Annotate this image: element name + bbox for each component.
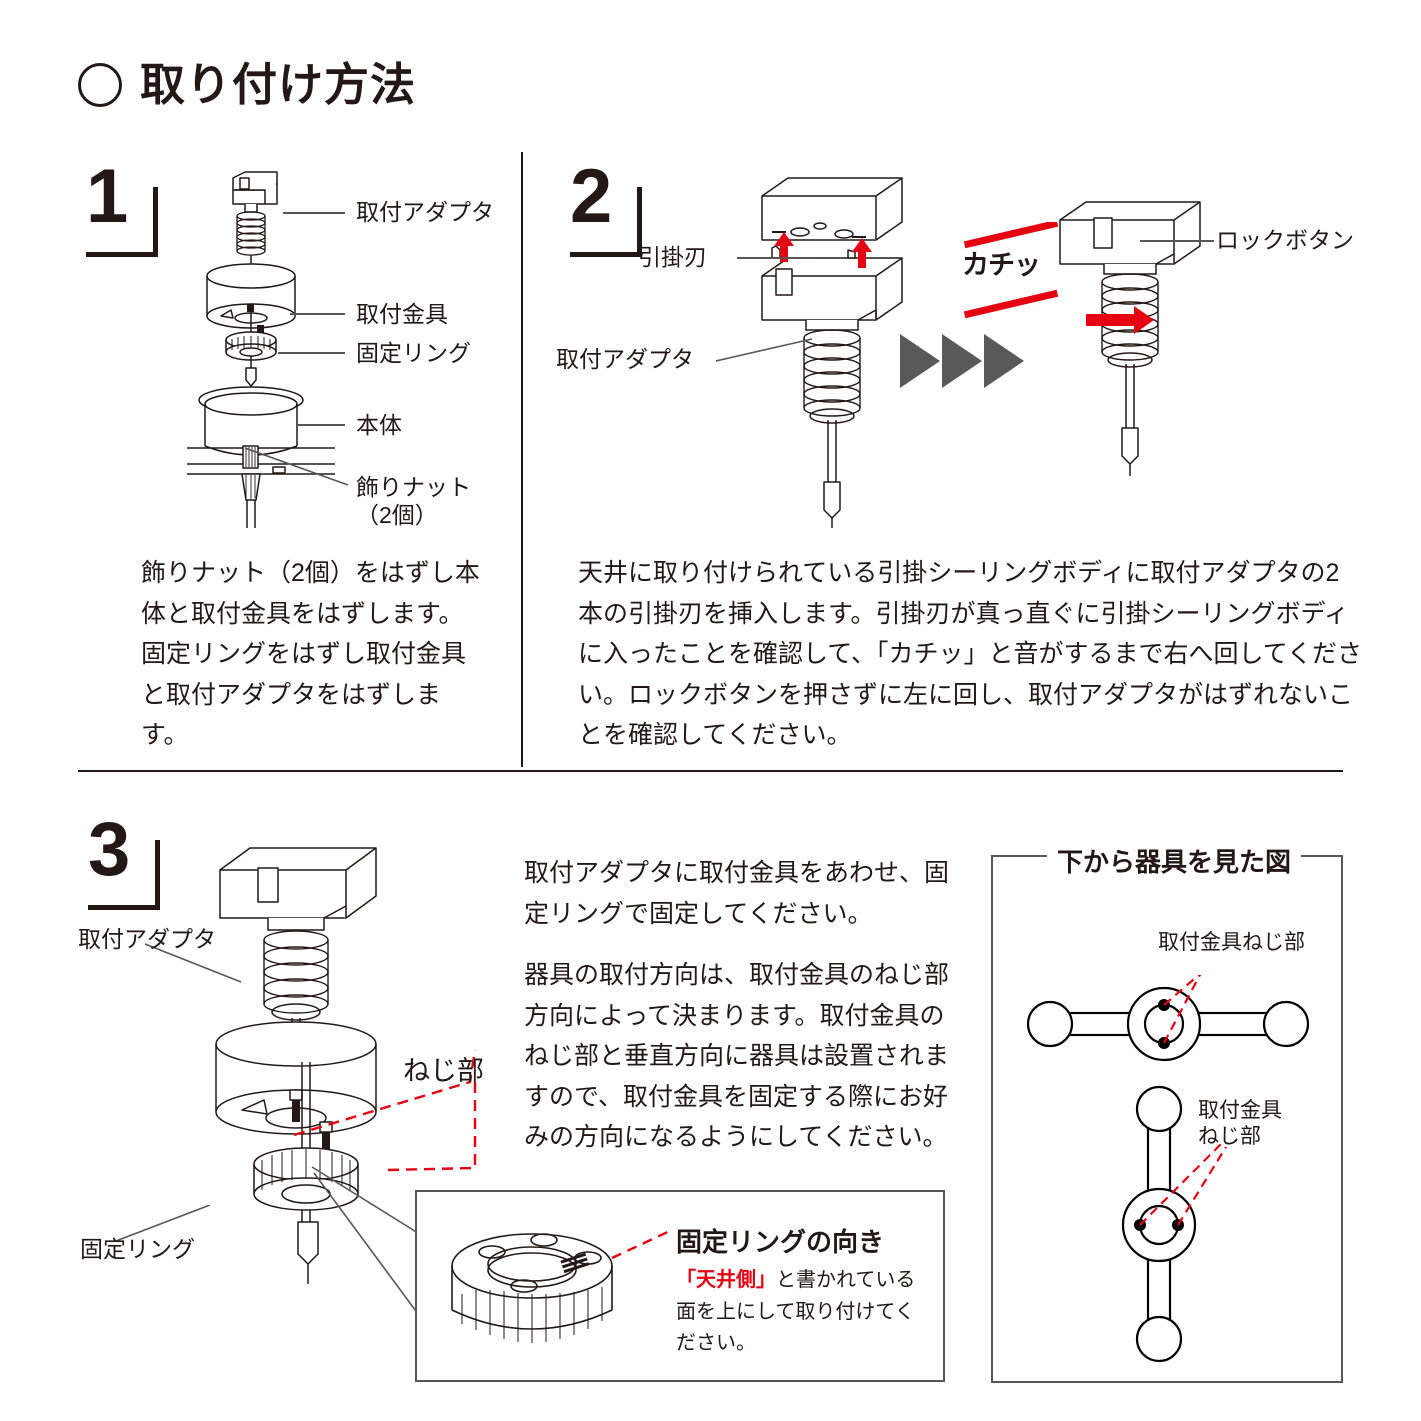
step-2-description: 天井に取り付けられている引掛シーリングボディに取付アダプタの2本の引掛刃を挿入し… xyxy=(578,559,1363,749)
click-sound-label: カチッ xyxy=(962,250,1041,280)
step-3-description-2: 器具の取付方向は、取付金具のねじ部方向によって決まります。取付金具のねじ部と垂直… xyxy=(524,961,950,1151)
callout-rest-text: と書かれている面を上にして取り付けてください。 xyxy=(676,1269,916,1355)
bracket-vertical-diagram xyxy=(1121,1085,1227,1363)
step-2-insert-figure xyxy=(740,170,970,530)
leader-line-deconut-1 xyxy=(244,447,349,486)
leader-line-body-1 xyxy=(298,424,345,426)
badge-right-bar xyxy=(153,187,158,257)
step-1-badge: 1 xyxy=(86,159,158,257)
label-deco-nut-step1: 飾りナット （2個） xyxy=(356,474,471,529)
leader-line-ring-3 xyxy=(115,1205,211,1242)
step-3-number: 3 xyxy=(88,807,131,892)
leader-line-adapter-2 xyxy=(716,338,813,362)
leader-line-adapter-3 xyxy=(145,943,242,983)
horizontal-divider xyxy=(78,770,1343,772)
label-bracket-screw-horizontal: 取付金具ねじ部 xyxy=(1158,931,1305,954)
leader-line-adapter-1 xyxy=(283,212,345,214)
label-lock-button: ロックボタン xyxy=(1216,227,1354,253)
callout-dashed-leader xyxy=(611,1228,673,1260)
label-bracket-step1: 取付金具 xyxy=(356,301,448,327)
leader-line-blade-2 xyxy=(737,257,815,259)
badge-right-bar xyxy=(637,187,642,257)
page-title: 取り付け方法 xyxy=(78,62,416,107)
badge-bottom-bar xyxy=(570,252,638,257)
leader-line-ring-1 xyxy=(278,352,345,354)
step-1-number: 1 xyxy=(86,154,129,239)
page-title-text: 取り付け方法 xyxy=(140,59,417,110)
step-1-exploded-figure xyxy=(185,168,385,528)
label-screw-part-step3: ねじ部 xyxy=(403,1056,484,1086)
label-blade-step2: 引掛刃 xyxy=(638,244,707,270)
bottom-view-panel-title: 下から器具を見た図 xyxy=(1047,842,1302,879)
vertical-divider xyxy=(521,152,523,767)
callout-red-text: 「天井側」 xyxy=(676,1269,776,1291)
label-ring-step1: 固定リング xyxy=(356,340,471,366)
leader-dashed-screwpart xyxy=(293,1049,477,1172)
leader-line-lockbutton xyxy=(1140,240,1214,242)
label-bracket-screw-vertical: 取付金具 ねじ部 xyxy=(1198,1099,1282,1149)
badge-bottom-bar xyxy=(86,252,154,257)
step-1-description: 飾りナット（2個）をはずし本体と取付金具をはずします。固定リングをはずし取付金具… xyxy=(141,559,480,749)
progress-triangles-icon xyxy=(900,334,1024,388)
bracket-horizontal-diagram xyxy=(1026,975,1310,1062)
badge-right-bar xyxy=(155,840,160,910)
fixing-ring-illustration xyxy=(440,1218,650,1368)
leader-line-bracket-1 xyxy=(290,313,345,315)
label-adapter-step1: 取付アダプタ xyxy=(356,199,494,225)
label-adapter-step3: 取付アダプタ xyxy=(78,926,216,952)
click-sound-marks-icon xyxy=(963,222,1059,319)
badge-bottom-bar xyxy=(88,905,156,910)
step-3-description-1: 取付アダプタに取付金具をあわせ、固定リングで固定してください。 xyxy=(524,859,950,928)
label-ring-step3: 固定リング xyxy=(80,1236,195,1262)
step-2-number: 2 xyxy=(570,154,613,239)
circle-outline-icon xyxy=(78,62,122,107)
label-adapter-step2: 取付アダプタ xyxy=(556,346,694,372)
callout-title: 固定リングの向き xyxy=(676,1227,885,1257)
callout-body: 「天井側」と書かれている面を上にして取り付けてください。 xyxy=(676,1265,931,1360)
step-2-locked-figure xyxy=(1050,188,1250,518)
step-2-badge: 2 xyxy=(570,159,642,257)
step-3-badge: 3 xyxy=(88,812,160,910)
label-body-step1: 本体 xyxy=(356,412,402,438)
